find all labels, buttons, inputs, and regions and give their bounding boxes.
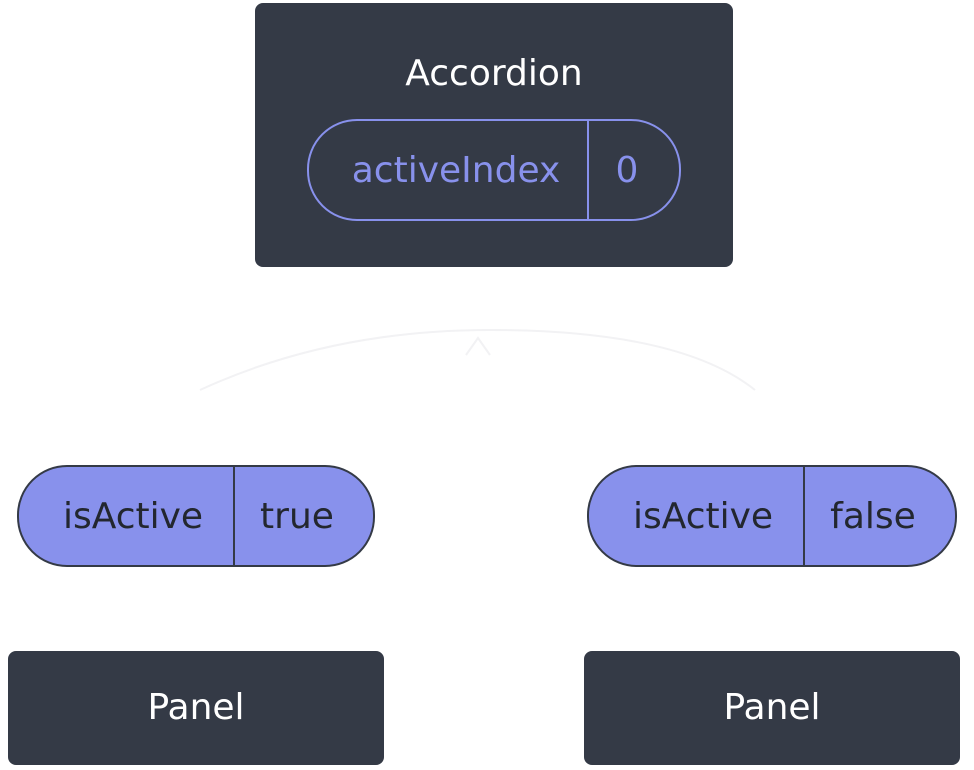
accordion-node: Accordion activeIndex 0 (255, 3, 733, 267)
pill-separator (587, 121, 589, 219)
prop-value: true (260, 495, 334, 537)
arrow-right (489, 329, 756, 391)
prop-key: isActive (62, 495, 204, 537)
panel-title: Panel (723, 687, 821, 728)
is-active-prop-pill-left: isActive true (17, 465, 375, 567)
arrow-head-center (465, 336, 491, 356)
state-key: activeIndex (351, 149, 561, 191)
panel-title: Panel (147, 687, 245, 728)
prop-key: isActive (632, 495, 774, 537)
prop-value: false (830, 495, 916, 537)
panel-node-right: Panel (584, 651, 960, 765)
pill-separator (803, 467, 805, 565)
active-index-state-pill: activeIndex 0 (307, 119, 681, 221)
pill-separator (233, 467, 235, 565)
accordion-title: Accordion (405, 53, 583, 94)
state-value: 0 (615, 149, 639, 191)
is-active-prop-pill-right: isActive false (587, 465, 957, 567)
arrow-left (199, 329, 491, 391)
panel-node-left: Panel (8, 651, 384, 765)
